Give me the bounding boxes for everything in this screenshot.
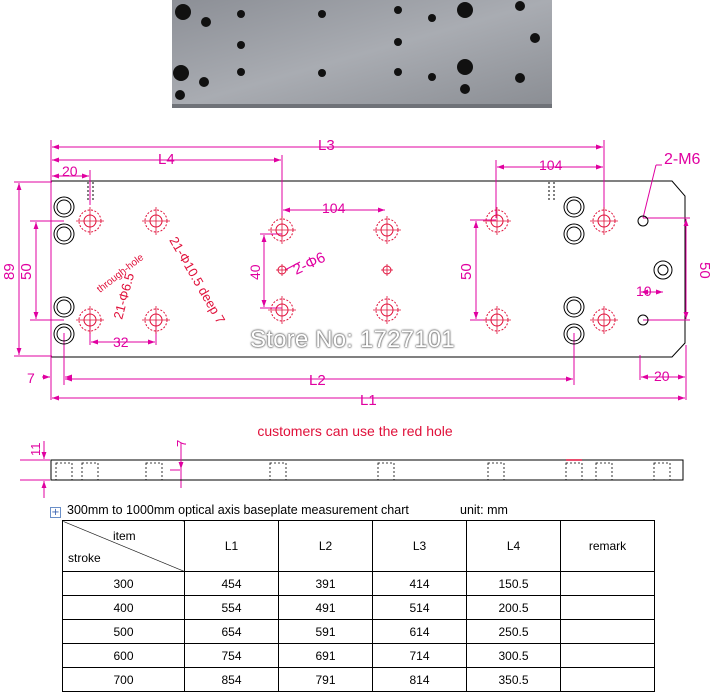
store-watermark: Store No: 1727101 xyxy=(250,326,455,353)
label-10: 10 xyxy=(636,283,652,299)
label-50-mid: 50 xyxy=(458,263,475,280)
table-row: 600 754 691 714 300.5 xyxy=(62,643,655,668)
l3-cell: 414 xyxy=(372,571,467,596)
label-m6: 2-M6 xyxy=(664,151,701,168)
l2-cell: 691 xyxy=(278,643,373,668)
l3-cell: 614 xyxy=(372,619,467,644)
red-hole-note: customers can use the red hole xyxy=(257,423,453,439)
column-header: L4 xyxy=(466,520,561,572)
leader-phi6 xyxy=(284,261,301,271)
l4-cell: 150.5 xyxy=(466,571,561,596)
leader-m6 xyxy=(642,164,657,219)
remark-cell xyxy=(560,643,655,668)
chart-header: + 300mm to 1000mm optical axis baseplate… xyxy=(50,503,670,521)
expand-icon[interactable]: + xyxy=(50,507,61,518)
label-104-mid: 104 xyxy=(322,200,346,216)
measurement-table: item stroke L1 L2 L3 L4 remark 300 454 3… xyxy=(62,520,655,692)
label-phi105: 21-Φ10.5 deep 7 xyxy=(166,234,228,326)
label-32: 32 xyxy=(113,334,129,350)
label-89: 89 xyxy=(1,263,18,280)
label-7: 7 xyxy=(27,370,35,386)
l4-cell: 200.5 xyxy=(466,595,561,620)
red-holes xyxy=(76,207,618,334)
column-header: L1 xyxy=(184,520,279,572)
label-20-right: 20 xyxy=(654,368,670,384)
baseplate-drawing: L3 L4 20 104 2-M6 104 89 50 50 50 40 2-Φ… xyxy=(1,137,710,498)
stroke-cell: 400 xyxy=(62,595,185,620)
remark-cell xyxy=(560,667,655,692)
label-l4: L4 xyxy=(158,151,175,168)
l1-cell: 854 xyxy=(184,667,279,692)
label-side-7: 7 xyxy=(174,440,189,447)
l2-cell: 491 xyxy=(278,595,373,620)
table-corner-cell: item stroke xyxy=(62,520,185,572)
chart-unit: unit: mm xyxy=(460,503,508,517)
table-row: 400 554 491 514 200.5 xyxy=(62,595,655,620)
label-l3: L3 xyxy=(318,137,335,154)
label-20-top: 20 xyxy=(62,163,78,179)
stroke-cell: 500 xyxy=(62,619,185,644)
column-header: L3 xyxy=(372,520,467,572)
label-side-11: 11 xyxy=(28,443,43,457)
label-50-left: 50 xyxy=(18,263,35,280)
table-row: 500 654 591 614 250.5 xyxy=(62,619,655,644)
l1-cell: 754 xyxy=(184,643,279,668)
stroke-cell: 700 xyxy=(62,667,185,692)
chart-title: 300mm to 1000mm optical axis baseplate m… xyxy=(67,503,409,517)
label-40: 40 xyxy=(247,264,263,280)
label-104-right: 104 xyxy=(539,157,563,173)
table-header-row: item stroke L1 L2 L3 L4 remark xyxy=(62,520,655,572)
label-50-right: 50 xyxy=(696,262,710,279)
remark-cell xyxy=(560,595,655,620)
column-header: L2 xyxy=(278,520,373,572)
remark-cell xyxy=(560,571,655,596)
side-view: 11 7 xyxy=(20,440,684,498)
stroke-cell: 600 xyxy=(62,643,185,668)
table-row: 700 854 791 814 350.5 xyxy=(62,667,655,692)
l3-cell: 814 xyxy=(372,667,467,692)
label-l1: L1 xyxy=(360,392,377,409)
l1-cell: 654 xyxy=(184,619,279,644)
l4-cell: 350.5 xyxy=(466,667,561,692)
column-header: remark xyxy=(560,520,655,572)
remark-cell xyxy=(560,619,655,644)
l2-cell: 591 xyxy=(278,619,373,644)
corner-item-label: item xyxy=(113,529,136,543)
l2-cell: 391 xyxy=(278,571,373,596)
corner-stroke-label: stroke xyxy=(68,551,101,565)
l3-cell: 514 xyxy=(372,595,467,620)
label-l2: L2 xyxy=(309,372,326,389)
l4-cell: 250.5 xyxy=(466,619,561,644)
label-phi6: 2-Φ6 xyxy=(291,249,329,279)
l3-cell: 714 xyxy=(372,643,467,668)
l2-cell: 791 xyxy=(278,667,373,692)
table-row: 300 454 391 414 150.5 xyxy=(62,571,655,596)
l1-cell: 554 xyxy=(184,595,279,620)
l4-cell: 300.5 xyxy=(466,643,561,668)
l1-cell: 454 xyxy=(184,571,279,596)
baseplate-photo xyxy=(172,0,552,108)
stroke-cell: 300 xyxy=(62,571,185,596)
